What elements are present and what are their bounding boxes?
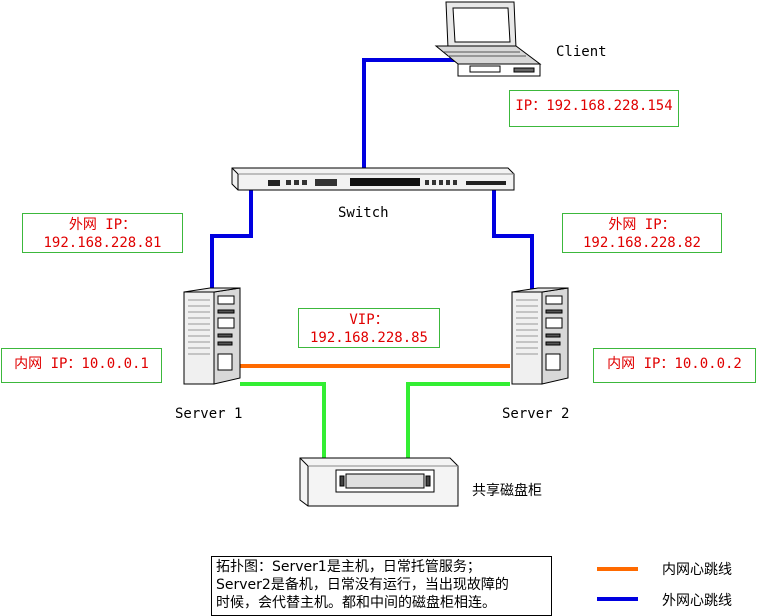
server2-external-ip-box: 外网 IP： 192.168.228.82 bbox=[562, 213, 722, 253]
server2-icon bbox=[511, 287, 569, 385]
server2-external-ip-title: 外网 IP： bbox=[608, 217, 676, 233]
storage-enclosure-icon bbox=[299, 457, 459, 507]
caption-line-3: 时候，会代替主机。都和中间的磁盘柜相连。 bbox=[216, 595, 496, 611]
legend-internal-label: 内网心跳线 bbox=[662, 562, 732, 578]
server1-internal-ip-text: 内网 IP：10.0.0.1 bbox=[14, 356, 149, 372]
server1-storage-link bbox=[240, 382, 326, 458]
server1-label: Server 1 bbox=[175, 406, 243, 422]
client-ip-box: IP：192.168.228.154 bbox=[509, 90, 679, 127]
legend-external-label: 外网心跳线 bbox=[662, 593, 732, 609]
switch-label: Switch bbox=[338, 205, 389, 221]
switch-server1-link bbox=[210, 190, 253, 292]
server1-external-ip-title: 外网 IP： bbox=[68, 217, 137, 233]
external-links bbox=[210, 58, 534, 292]
server1-external-ip-value: 192.168.228.81 bbox=[43, 235, 162, 251]
server2-external-ip-value: 192.168.228.82 bbox=[582, 235, 701, 251]
laptop-icon bbox=[434, 1, 542, 77]
client-ip-text: IP：192.168.228.154 bbox=[515, 98, 673, 114]
server1-internal-ip-box: 内网 IP：10.0.0.1 bbox=[1, 348, 162, 383]
vip-value: 192.168.228.85 bbox=[309, 330, 428, 346]
server2-storage-link bbox=[406, 382, 510, 458]
vip-box: VIP： 192.168.228.85 bbox=[298, 308, 440, 348]
server1-external-ip-box: 外网 IP： 192.168.228.81 bbox=[22, 213, 183, 253]
server1-icon bbox=[183, 287, 241, 385]
server2-internal-ip-box: 内网 IP：10.0.0.2 bbox=[593, 348, 756, 383]
caption-line-1: 拓扑图：Server1是主机，日常托管服务； bbox=[216, 559, 481, 575]
caption-line-2: Server2是备机，日常没有运行，当出现故障的 bbox=[216, 577, 509, 593]
server2-label: Server 2 bbox=[502, 406, 570, 422]
storage-label: 共享磁盘柜 bbox=[472, 483, 542, 499]
topology-caption: 拓扑图：Server1是主机，日常托管服务； Server2是备机，日常没有运行… bbox=[211, 556, 552, 616]
storage-links bbox=[240, 382, 510, 458]
client-label: Client bbox=[556, 44, 607, 60]
vip-title: VIP： bbox=[349, 312, 389, 328]
server2-internal-ip-text: 内网 IP：10.0.0.2 bbox=[607, 356, 742, 372]
switch-icon bbox=[231, 167, 515, 191]
switch-server2-link bbox=[492, 190, 534, 292]
client-switch-link bbox=[362, 58, 455, 170]
